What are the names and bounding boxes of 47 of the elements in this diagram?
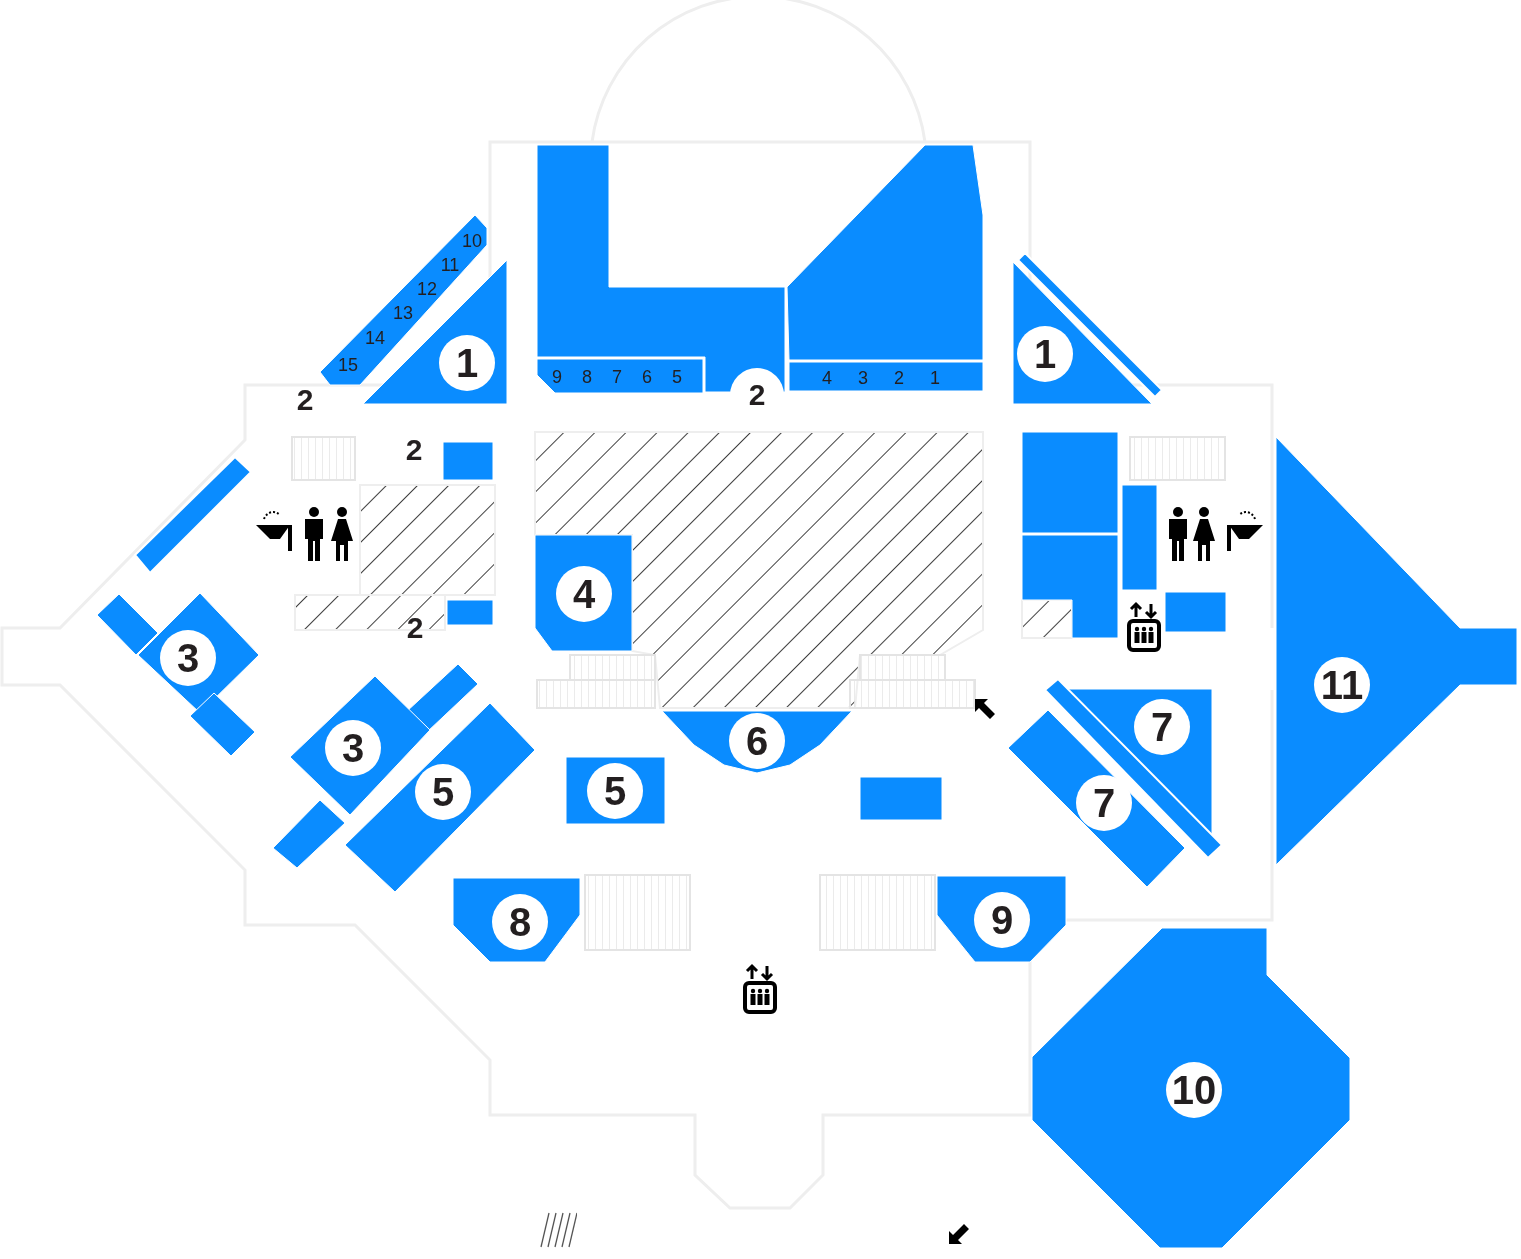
unit-number: 3	[858, 369, 868, 387]
shop-unit	[97, 594, 158, 655]
shop-unit	[1032, 928, 1350, 1248]
unit-number: 9	[552, 368, 562, 386]
unit-number: 7	[612, 368, 622, 386]
shop-unit	[1018, 253, 1162, 397]
unit-number: 6	[642, 368, 652, 386]
shop-unit	[190, 693, 255, 756]
shop-unit	[1013, 262, 1152, 404]
shop-unit	[320, 215, 487, 385]
unit-number: 8	[582, 368, 592, 386]
unit-number: 14	[365, 329, 385, 347]
shop-unit	[1165, 592, 1226, 632]
shop-unit	[453, 878, 580, 962]
unit-number: 11	[440, 256, 460, 274]
unit-number: 12	[417, 280, 437, 298]
shop-unit	[566, 757, 665, 824]
shop-unit	[1008, 710, 1185, 887]
shop-unit	[937, 876, 1066, 962]
unit-number: 15	[338, 356, 358, 374]
shop-unit	[1122, 485, 1157, 590]
shop-unit	[363, 260, 507, 404]
shop-unit	[273, 800, 345, 868]
shop-unit	[447, 600, 493, 625]
shop-unit	[789, 362, 983, 391]
unit-number: 5	[672, 368, 682, 386]
unit-number: 1	[930, 369, 940, 387]
shop-unit	[406, 664, 478, 733]
shop-unit	[345, 703, 535, 892]
corridor-number: 2	[405, 435, 423, 465]
shop-unit	[1022, 432, 1118, 533]
unit-number: 4	[822, 369, 832, 387]
unit-number: 10	[462, 232, 482, 250]
shop-unit	[662, 711, 852, 773]
shop-unit	[787, 145, 983, 360]
corridor-number: 2	[406, 613, 424, 643]
unit-number: 2	[894, 369, 904, 387]
shop-unit	[1045, 679, 1222, 858]
shop-unit	[1022, 535, 1118, 638]
corridor-number: 2	[296, 385, 314, 415]
shop-unit	[860, 777, 942, 820]
shop-unit	[443, 442, 493, 480]
shop-unit	[535, 535, 632, 651]
unit-number: 13	[393, 304, 413, 322]
shop-unit	[1276, 437, 1517, 865]
shop-unit	[537, 359, 703, 393]
shop-unit	[135, 457, 251, 573]
